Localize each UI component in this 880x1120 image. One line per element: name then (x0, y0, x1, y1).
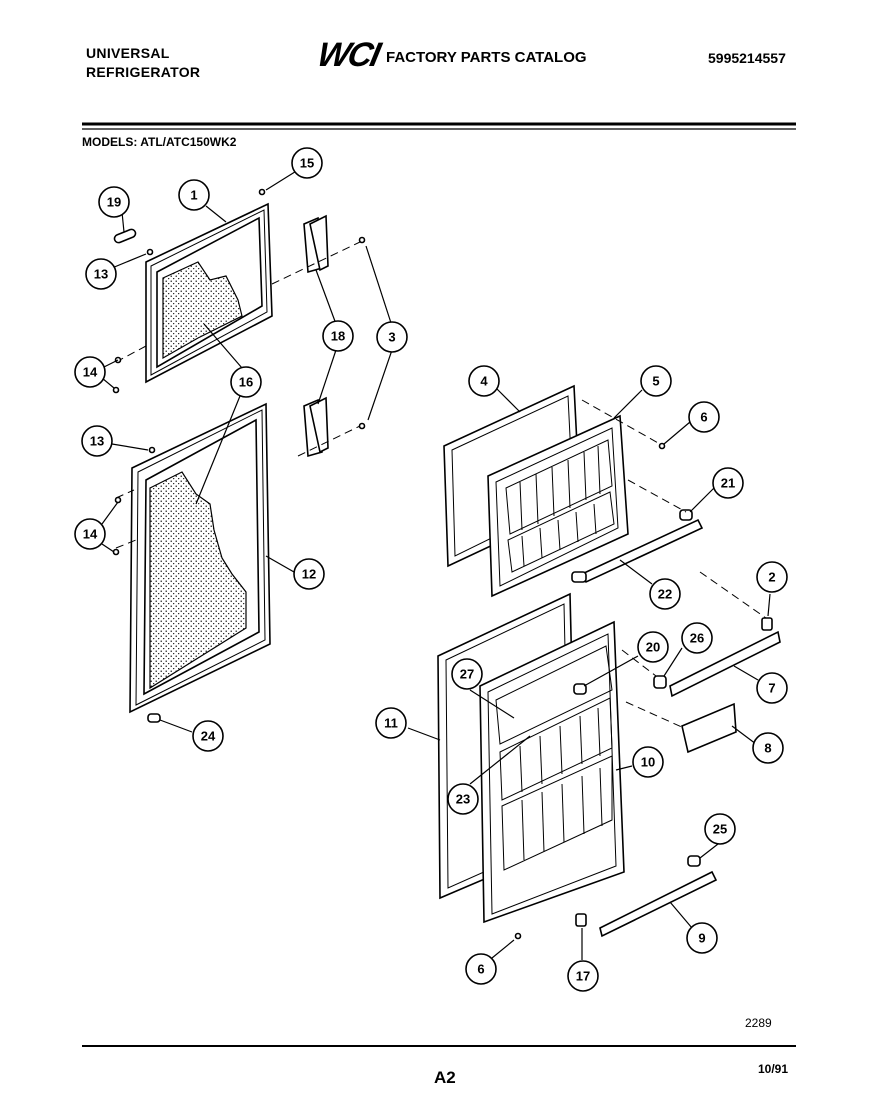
brand-line-1: UNIVERSAL (86, 45, 170, 61)
svg-text:1: 1 (190, 188, 197, 203)
svg-text:24: 24 (201, 729, 216, 744)
part-number: 5995214557 (708, 50, 786, 66)
svg-text:12: 12 (302, 567, 316, 582)
callout-26: 26 (681, 622, 713, 654)
callout-15: 15 (291, 147, 323, 179)
svg-text:8: 8 (764, 741, 771, 756)
header-rules (82, 122, 796, 1047)
catalog-title: FACTORY PARTS CATALOG (386, 49, 587, 66)
svg-text:14: 14 (83, 527, 98, 542)
svg-text:14: 14 (83, 365, 98, 380)
callout-13a: 13 (85, 258, 117, 290)
callout-10: 10 (632, 746, 664, 778)
callout-14b: 14 (74, 518, 106, 550)
svg-text:17: 17 (576, 969, 590, 984)
svg-text:23: 23 (456, 792, 470, 807)
svg-text:20: 20 (646, 640, 660, 655)
svg-text:27: 27 (460, 667, 474, 682)
svg-text:3: 3 (388, 330, 395, 345)
svg-text:13: 13 (90, 434, 104, 449)
screws-left (112, 188, 366, 723)
freezer-door-outer (145, 202, 273, 384)
svg-text:15: 15 (300, 156, 314, 171)
callout-7: 7 (756, 672, 788, 704)
svg-text:25: 25 (713, 822, 727, 837)
callout-17: 17 (567, 960, 599, 992)
fresh-food-door-outer (129, 402, 271, 714)
callout-13b: 13 (81, 425, 113, 457)
svg-text:6: 6 (477, 962, 484, 977)
callout-12: 12 (293, 558, 325, 590)
callout-20: 20 (637, 631, 669, 663)
brand-line-2: REFRIGERATOR (86, 64, 201, 80)
svg-text:18: 18 (331, 329, 345, 344)
diagram-code: 2289 (745, 1016, 772, 1030)
svg-text:7: 7 (768, 681, 775, 696)
callout-3: 3 (376, 321, 408, 353)
callout-21: 21 (712, 467, 744, 499)
callout-27: 27 (451, 658, 483, 690)
freezer-gasket-and-liner (443, 384, 704, 598)
svg-text:16: 16 (239, 375, 253, 390)
callout-18: 18 (322, 320, 354, 352)
svg-text:11: 11 (384, 716, 398, 731)
svg-text:19: 19 (107, 195, 121, 210)
callout-19: 19 (98, 186, 130, 218)
callout-1: 1 (178, 179, 210, 211)
svg-text:2: 2 (768, 570, 775, 585)
callout-25: 25 (704, 813, 736, 845)
callout-14a: 14 (74, 356, 106, 388)
svg-text:4: 4 (480, 374, 488, 389)
page-number: A2 (434, 1068, 456, 1087)
alignment-lines-right (581, 399, 767, 729)
callout-23: 23 (447, 783, 479, 815)
callout-2: 2 (756, 561, 788, 593)
svg-text:5: 5 (652, 374, 659, 389)
svg-text:26: 26 (690, 631, 704, 646)
svg-text:21: 21 (721, 476, 735, 491)
callout-4: 4 (468, 365, 500, 397)
models-label: MODELS: ATL/ATC150WK2 (82, 135, 237, 149)
callout-24: 24 (192, 720, 224, 752)
callout-16: 16 (230, 366, 262, 398)
leader-lines (101, 169, 771, 960)
callout-11: 11 (375, 707, 407, 739)
revision-date: 10/91 (758, 1062, 789, 1076)
callout-9: 9 (686, 922, 718, 954)
callout-22: 22 (649, 578, 681, 610)
callouts: 1 2 3 4 5 6 6 7 8 9 10 11 12 13 13 14 14… (74, 147, 788, 992)
svg-text:6: 6 (700, 410, 707, 425)
callout-6b: 6 (465, 953, 497, 985)
svg-text:10: 10 (641, 755, 655, 770)
hinge-parts (303, 214, 329, 458)
callout-6a: 6 (688, 401, 720, 433)
svg-text:9: 9 (698, 931, 705, 946)
callout-5: 5 (640, 365, 672, 397)
svg-text:22: 22 (658, 587, 672, 602)
callout-8: 8 (752, 732, 784, 764)
fresh-food-gasket-and-liner (437, 592, 781, 940)
svg-text:13: 13 (94, 267, 108, 282)
